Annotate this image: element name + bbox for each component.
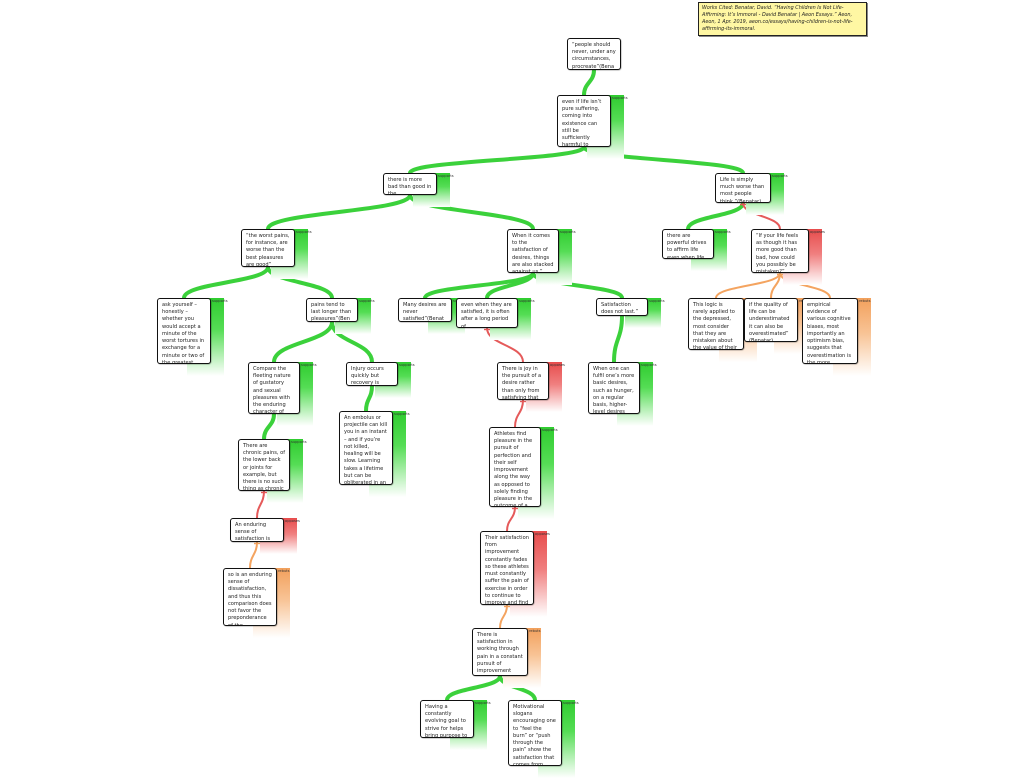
relation-tag: supports — [212, 299, 228, 303]
relation-tag: opposes — [285, 519, 300, 523]
connector-n2 — [408, 145, 586, 175]
relation-tag: supports — [301, 363, 317, 367]
connector-n6 — [686, 201, 745, 231]
relation-tag: supports — [359, 299, 375, 303]
relation-tag: supports — [519, 299, 535, 303]
connector-n27 — [445, 674, 502, 702]
connector-n18 — [486, 327, 524, 363]
relation-tag: rebuts — [529, 629, 541, 633]
relation-tag: supports — [296, 230, 312, 234]
relation-tag: opposes — [535, 532, 550, 536]
relation-tag: supports — [560, 230, 576, 234]
connector-n11 — [485, 271, 535, 300]
relation-tag: supports — [542, 428, 558, 432]
connector-n21 — [262, 412, 276, 441]
connector-n25 — [249, 541, 258, 569]
connector-n8 — [182, 265, 270, 300]
reason-node[interactable]: supports“the worst pains, for instance, … — [241, 229, 312, 279]
relation-tag: supports — [715, 230, 731, 234]
connector-n14 — [770, 272, 781, 299]
connector-n19 — [612, 314, 624, 364]
connector-n22 — [514, 399, 524, 428]
rebuttal-node[interactable]: rebutsif the quality of life can be unde… — [744, 298, 811, 354]
relation-tag: opposes — [550, 363, 565, 367]
relation-tag: supports — [649, 299, 665, 303]
connector-n1 — [582, 68, 596, 97]
relation-tag: supports — [563, 701, 579, 705]
reason-node[interactable]: supportsMany desires are never satisfied… — [398, 298, 469, 334]
relation-tag: supports — [612, 96, 628, 100]
connector-n17 — [330, 320, 374, 364]
connector-n16 — [272, 320, 334, 364]
connector-n24 — [506, 506, 516, 532]
connector-n20 — [364, 384, 374, 413]
relation-tag: opposes — [810, 230, 825, 234]
relation-tag: supports — [772, 174, 788, 178]
connector-n4 — [266, 193, 412, 231]
objection-node[interactable]: opposes“If your life feels as though it … — [751, 229, 825, 285]
connector-n7 — [742, 202, 781, 230]
connector-n26 — [499, 604, 508, 629]
relation-tag: supports — [438, 174, 454, 178]
relation-tag: supports — [641, 363, 657, 367]
connector-n23 — [256, 490, 265, 519]
relation-tag: rebuts — [278, 569, 290, 573]
relation-tag: supports — [399, 363, 415, 367]
connector-n13 — [715, 272, 781, 299]
relation-tag: rebuts — [859, 299, 871, 303]
main-contention[interactable]: “people should never, under any circumst… — [567, 38, 621, 70]
connector-n28 — [498, 674, 537, 702]
works-cited-note: Works Cited: Benatar, David. “Having Chi… — [698, 2, 867, 36]
relation-tag: supports — [394, 412, 410, 416]
relation-tag: supports — [475, 701, 491, 705]
connector-n9 — [266, 265, 334, 300]
relation-tag: supports — [291, 440, 307, 444]
connector-n15 — [779, 272, 831, 299]
